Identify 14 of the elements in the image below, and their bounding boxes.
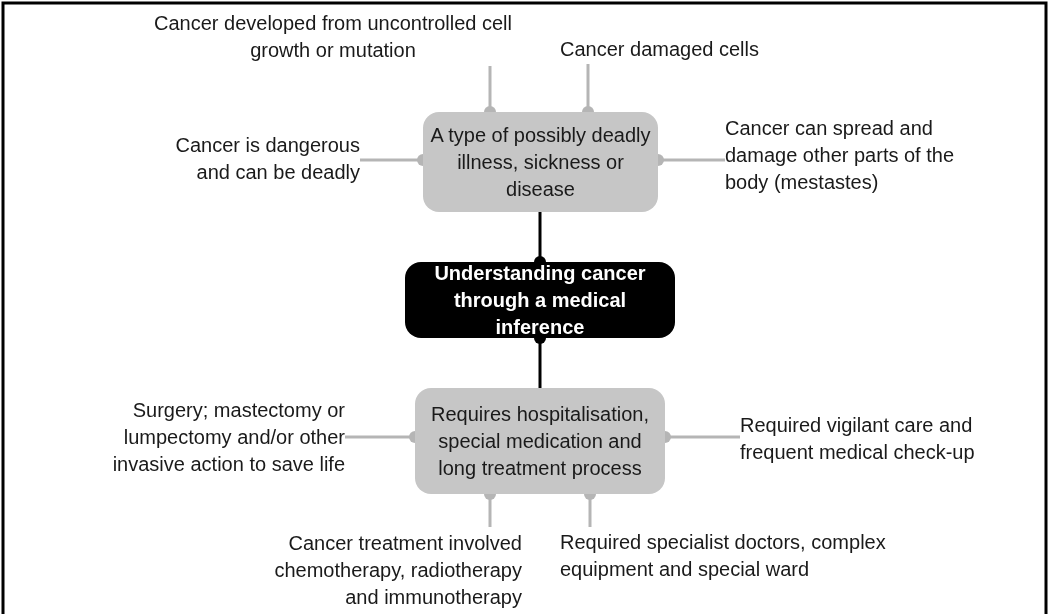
central-topic-box (405, 262, 675, 338)
note-text: Cancer treatment involved chemotherapy, radiotherapy and immunotherapy (273, 530, 522, 610)
note-text: Cancer can spread and damage other parts of the body (mestastes) (725, 115, 956, 195)
topic-text: Understanding cancer through a medical inference (433, 260, 647, 340)
topic-box (415, 388, 665, 494)
note-text: Cancer damaged cells (560, 36, 760, 62)
note-text: Cancer developed from uncontrolled cell growth or mutation (153, 11, 513, 63)
note-text: Required vigilant care and frequent medical check-up (740, 413, 976, 465)
note-text: Cancer is dangerous and can be deadly (174, 133, 360, 185)
topic-text: A type of possibly deadly illness, sickness or disease (429, 122, 652, 202)
note-text: Surgery; mastectomy or lumpectomy and/or other invasive action to save life (111, 397, 345, 477)
note-text: Required specialist doctors, complex equipment and special ward (560, 530, 887, 582)
topic-box (423, 112, 658, 212)
topic-text: Requires hospitalisation, special medication and long treatment process (430, 401, 650, 481)
